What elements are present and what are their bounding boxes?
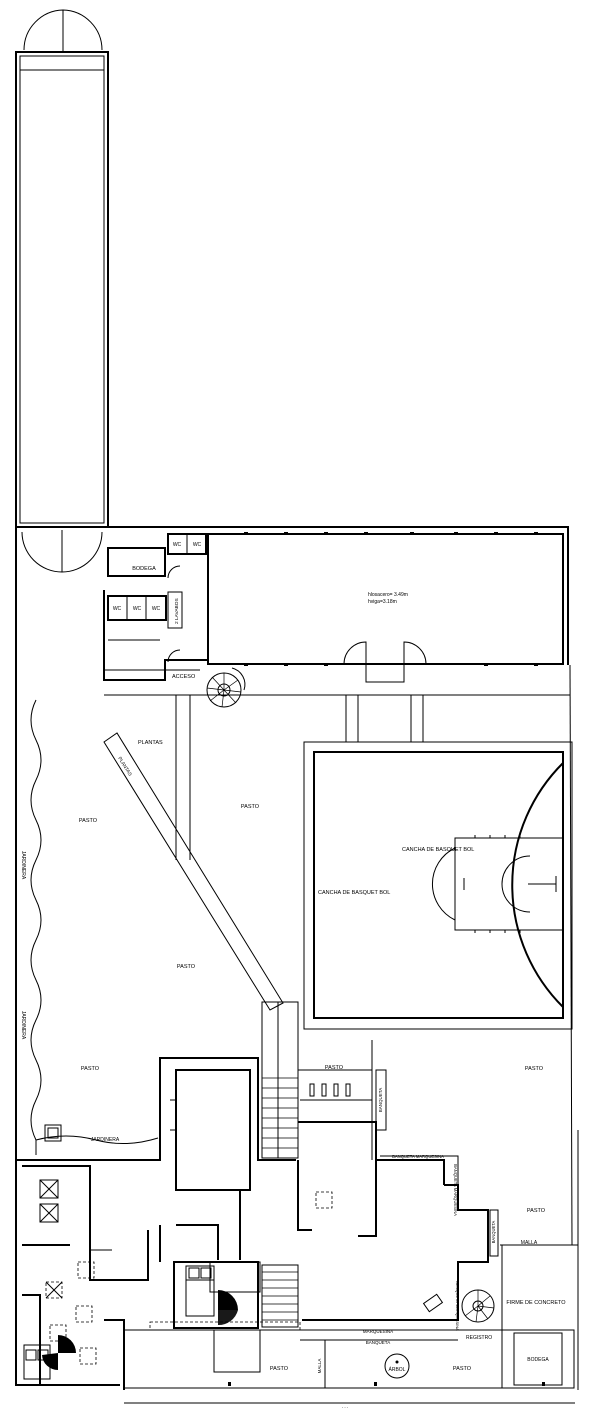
- wc-label: WC: [133, 606, 142, 612]
- arbol-label: ÁRBOL: [389, 1366, 406, 1373]
- jardinera-lower-label: JARDINERA: [20, 1011, 26, 1040]
- pasto-label: PASTO: [527, 1208, 546, 1214]
- pasto-label: PASTO: [453, 1366, 472, 1372]
- hall-column-marks: [244, 532, 538, 666]
- banqueta-marquesina-label: BANQUETA MARQUESINA: [392, 1154, 444, 1159]
- corridor-doors: [21, 530, 103, 573]
- pasto-label: PASTO: [525, 1066, 544, 1072]
- pasto-label: PASTO: [177, 964, 196, 970]
- wc-label: WC: [173, 542, 182, 548]
- left-rooms: [22, 1179, 125, 1390]
- wc-label: WC: [113, 606, 122, 612]
- lower-building: BANQUETA MARQUESINA BANQUETA MARQUESINA …: [15, 1057, 499, 1386]
- wc-label: WC: [193, 542, 202, 548]
- hall-double-door: [343, 641, 427, 683]
- banqueta-label: BANQUETA: [491, 1220, 496, 1243]
- malla-label: MALLA: [317, 1359, 322, 1374]
- malla-label: MALLA: [521, 1240, 538, 1246]
- pasto-label: PASTO: [270, 1366, 289, 1372]
- entrance-corridor: [15, 51, 109, 528]
- spiral-staircase-bottom: REGISTRO BANQUETA MARQUESINA: [422, 1281, 495, 1341]
- spiral-staircase-top: [206, 667, 246, 708]
- bodega-top-label: BODEGA: [132, 566, 156, 572]
- banqueta-marquesina-label: BANQUETA MARQUESINA: [455, 1281, 460, 1331]
- bedroom-upper: [173, 1261, 259, 1329]
- bottom-strip: MARQUESINA BANQUETA MALLA ÁRBOL BODEGA: [123, 1245, 575, 1389]
- basketball-court: CANCHA DE BASQUET BOL CANCHA DE BASQUET …: [303, 741, 573, 1030]
- bodega-bottom-label: BODEGA: [527, 1357, 549, 1363]
- lane-ticks: [474, 835, 521, 933]
- pasto-label: PASTO: [81, 1066, 100, 1072]
- lavabos-label: 2 LAVABOS: [174, 598, 180, 624]
- svg-text:- - -: - - -: [342, 1404, 349, 1409]
- pasto-label: PASTO: [79, 818, 98, 824]
- court-label: CANCHA DE BASQUET BOL: [402, 847, 474, 853]
- pasto-label: PASTO: [241, 804, 260, 810]
- stairs-lower: [261, 1264, 299, 1328]
- banqueta-label: BANQUETA: [366, 1340, 390, 1345]
- top-entrance-gate: [23, 9, 103, 52]
- height-note-line2: hviga=3.18m: [368, 599, 397, 605]
- service-block: BODEGA WC WC WC WC WC 2 LAVABOS: [103, 533, 209, 681]
- marquesina-label: MARQUESINA: [363, 1329, 393, 1334]
- wavy-planter: JARDINERA JARDINERA JARDINERA: [20, 699, 159, 1155]
- lawn-areas: PASTO PASTO PASTO PASTO PASTO PASTO PAST…: [79, 804, 546, 1372]
- banqueta-label: BANQUETA: [378, 1088, 383, 1112]
- jardinera-upper-label: JARDINERA: [20, 851, 26, 880]
- court-label: CANCHA DE BASQUET BOL: [318, 890, 390, 896]
- main-hall: hlosacero= 3.49m hviga=3.18m: [207, 532, 564, 683]
- wc-label: WC: [152, 606, 161, 612]
- site-boundary: - - -: [15, 526, 579, 1409]
- registro-label: REGISTRO: [466, 1335, 492, 1341]
- height-note-line1: hlosacero= 3.49m: [368, 592, 408, 598]
- bleachers: BANQUETA: [298, 1040, 387, 1160]
- access-walkway: ACCESO: [104, 667, 570, 860]
- central-stairs: [261, 1001, 299, 1159]
- firme-label: FIRME DE CONCRETO: [506, 1300, 566, 1306]
- fence-and-slab: MALLA FIRME DE CONCRETO: [500, 1240, 578, 1306]
- banqueta-marquesina-label: BANQUETA MARQUESINA: [453, 1164, 458, 1216]
- acceso-label: ACCESO: [172, 674, 196, 680]
- plantas-label: PLANTAS: [138, 740, 163, 746]
- pasto-label: PASTO: [325, 1065, 344, 1071]
- jardinera-bottom-label: JARDINERA: [91, 1137, 120, 1143]
